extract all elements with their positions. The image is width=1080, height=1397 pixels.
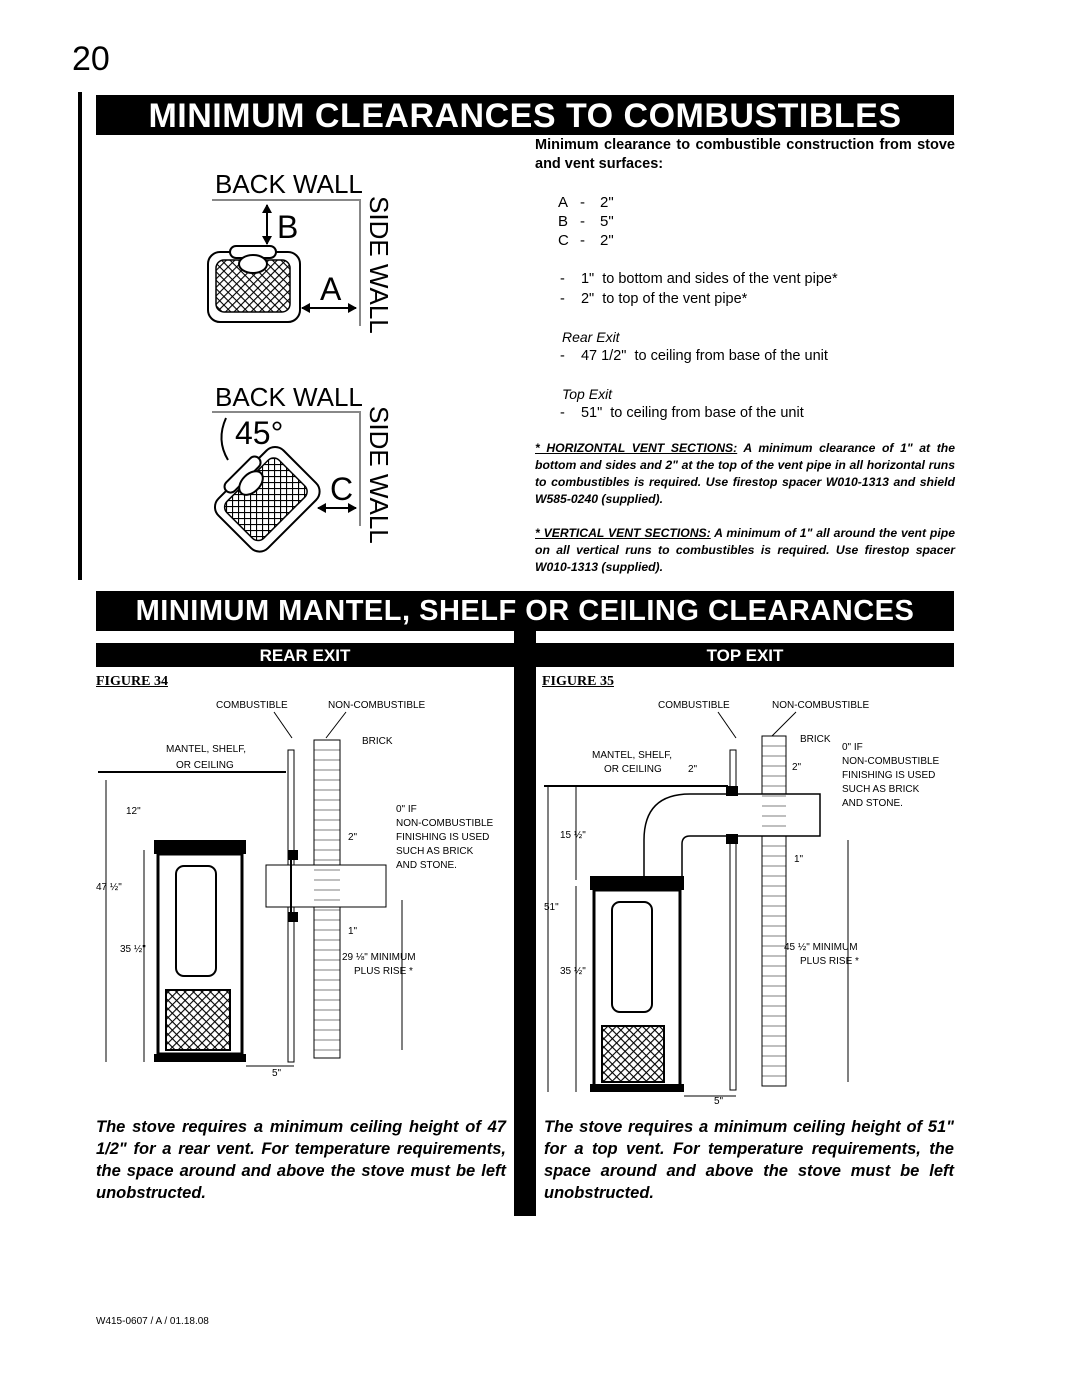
left-rule (78, 92, 82, 580)
side-wall-label-2: SIDE WALL (364, 406, 394, 544)
rear-exit-header: REAR EXIT (96, 643, 514, 667)
svg-text:0" IF: 0" IF (842, 742, 863, 753)
svg-text:5": 5" (714, 1096, 724, 1107)
svg-text:AND STONE.: AND STONE. (396, 860, 457, 871)
rear-exit-line: - 47 1/2" to ceiling from base of the un… (560, 348, 828, 364)
mantel-banner: MINIMUM MANTEL, SHELF OR CEILING CLEARAN… (96, 591, 954, 631)
svg-text:BRICK: BRICK (800, 734, 831, 745)
svg-text:45 ½" MINIMUM: 45 ½" MINIMUM (784, 942, 858, 953)
svg-text:51": 51" (544, 902, 559, 913)
label-b: B (277, 209, 298, 245)
svg-text:SUCH AS BRICK: SUCH AS BRICK (396, 846, 474, 857)
figure-34-label: FIGURE 34 (96, 674, 168, 689)
svg-text:PLUS RISE *: PLUS RISE * (800, 956, 859, 967)
svg-text:12": 12" (126, 806, 141, 817)
angle-label: 45° (235, 415, 283, 451)
clearance-row-c: C-2" (558, 232, 614, 249)
note-horizontal: * HORIZONTAL VENT SECTIONS: A minimum cl… (535, 441, 955, 506)
note-vertical: * VERTICAL VENT SECTIONS: A minimum of 1… (535, 526, 955, 574)
top-exit-header: TOP EXIT (536, 643, 954, 667)
svg-text:2": 2" (688, 764, 698, 775)
svg-text:PLUS RISE *: PLUS RISE * (354, 966, 413, 977)
back-wall-label-2: BACK WALL (215, 382, 363, 412)
clearance-diagrams: BACK WALL SIDE WALL B A BACK WALL SIDE W… (207, 169, 394, 553)
top-exit-line: - 51" to ceiling from base of the unit (560, 405, 804, 421)
label-a: A (320, 271, 342, 307)
label-c: C (330, 471, 353, 507)
svg-text:FINISHING IS USED: FINISHING IS USED (396, 832, 489, 843)
svg-text:NON-COMBUSTIBLE: NON-COMBUSTIBLE (328, 700, 426, 711)
back-wall-label-1: BACK WALL (215, 169, 363, 199)
svg-text:2": 2" (348, 832, 358, 843)
svg-text:BRICK: BRICK (362, 736, 393, 747)
svg-text:OR CEILING: OR CEILING (176, 760, 234, 771)
svg-text:15 ½": 15 ½" (560, 830, 586, 841)
svg-text:5": 5" (272, 1068, 282, 1079)
svg-text:0" IF: 0" IF (396, 804, 417, 815)
svg-text:35 ½": 35 ½" (560, 966, 586, 977)
side-wall-label-1: SIDE WALL (364, 196, 394, 334)
svg-text:COMBUSTIBLE: COMBUSTIBLE (658, 700, 730, 711)
intro-text: Minimum clearance to combustible constru… (535, 137, 955, 172)
column-divider (514, 631, 536, 1216)
svg-text:1": 1" (794, 854, 804, 865)
figure-34-diagram: COMBUSTIBLE NON-COMBUSTIBLE BRICK MANTEL… (96, 700, 494, 1079)
svg-text:FINISHING IS USED: FINISHING IS USED (842, 770, 935, 781)
svg-text:1": 1" (348, 926, 358, 937)
figure-35-label: FIGURE 35 (542, 674, 614, 689)
caption-rear: The stove requires a minimum ceiling hei… (96, 1118, 506, 1202)
top-exit-label: Top Exit (562, 386, 613, 402)
clearance-row-a: A-2" (558, 194, 614, 211)
svg-text:NON-COMBUSTIBLE: NON-COMBUSTIBLE (772, 700, 870, 711)
svg-text:2": 2" (792, 762, 802, 773)
footer-code: W415-0607 / A / 01.18.08 (96, 1316, 209, 1327)
caption-top: The stove requires a minimum ceiling hei… (544, 1118, 954, 1202)
svg-text:NON-COMBUSTIBLE: NON-COMBUSTIBLE (842, 756, 940, 767)
svg-text:OR CEILING: OR CEILING (604, 764, 662, 775)
title-banner: MINIMUM CLEARANCES TO COMBUSTIBLES (96, 95, 954, 135)
svg-text:NON-COMBUSTIBLE: NON-COMBUSTIBLE (396, 818, 494, 829)
page-number: 20 (72, 40, 110, 78)
svg-text:COMBUSTIBLE: COMBUSTIBLE (216, 700, 288, 711)
svg-text:MANTEL, SHELF,: MANTEL, SHELF, (592, 750, 672, 761)
figure-35-diagram: COMBUSTIBLE NON-COMBUSTIBLE BRICK MANTEL… (544, 700, 940, 1107)
svg-text:AND STONE.: AND STONE. (842, 798, 903, 809)
svg-text:47 ½": 47 ½" (96, 882, 122, 893)
svg-text:35 ½": 35 ½" (120, 944, 146, 955)
rear-exit-label: Rear Exit (562, 329, 620, 345)
svg-text:SUCH AS BRICK: SUCH AS BRICK (842, 784, 920, 795)
clearance-row-b: B-5" (558, 213, 614, 230)
svg-text:MANTEL, SHELF,: MANTEL, SHELF, (166, 744, 246, 755)
svg-text:29 ⅛" MINIMUM: 29 ⅛" MINIMUM (342, 952, 416, 963)
vent-pipe-line-1: - 1" to bottom and sides of the vent pip… (560, 271, 838, 287)
vent-pipe-line-2: - 2" to top of the vent pipe* (560, 291, 748, 307)
